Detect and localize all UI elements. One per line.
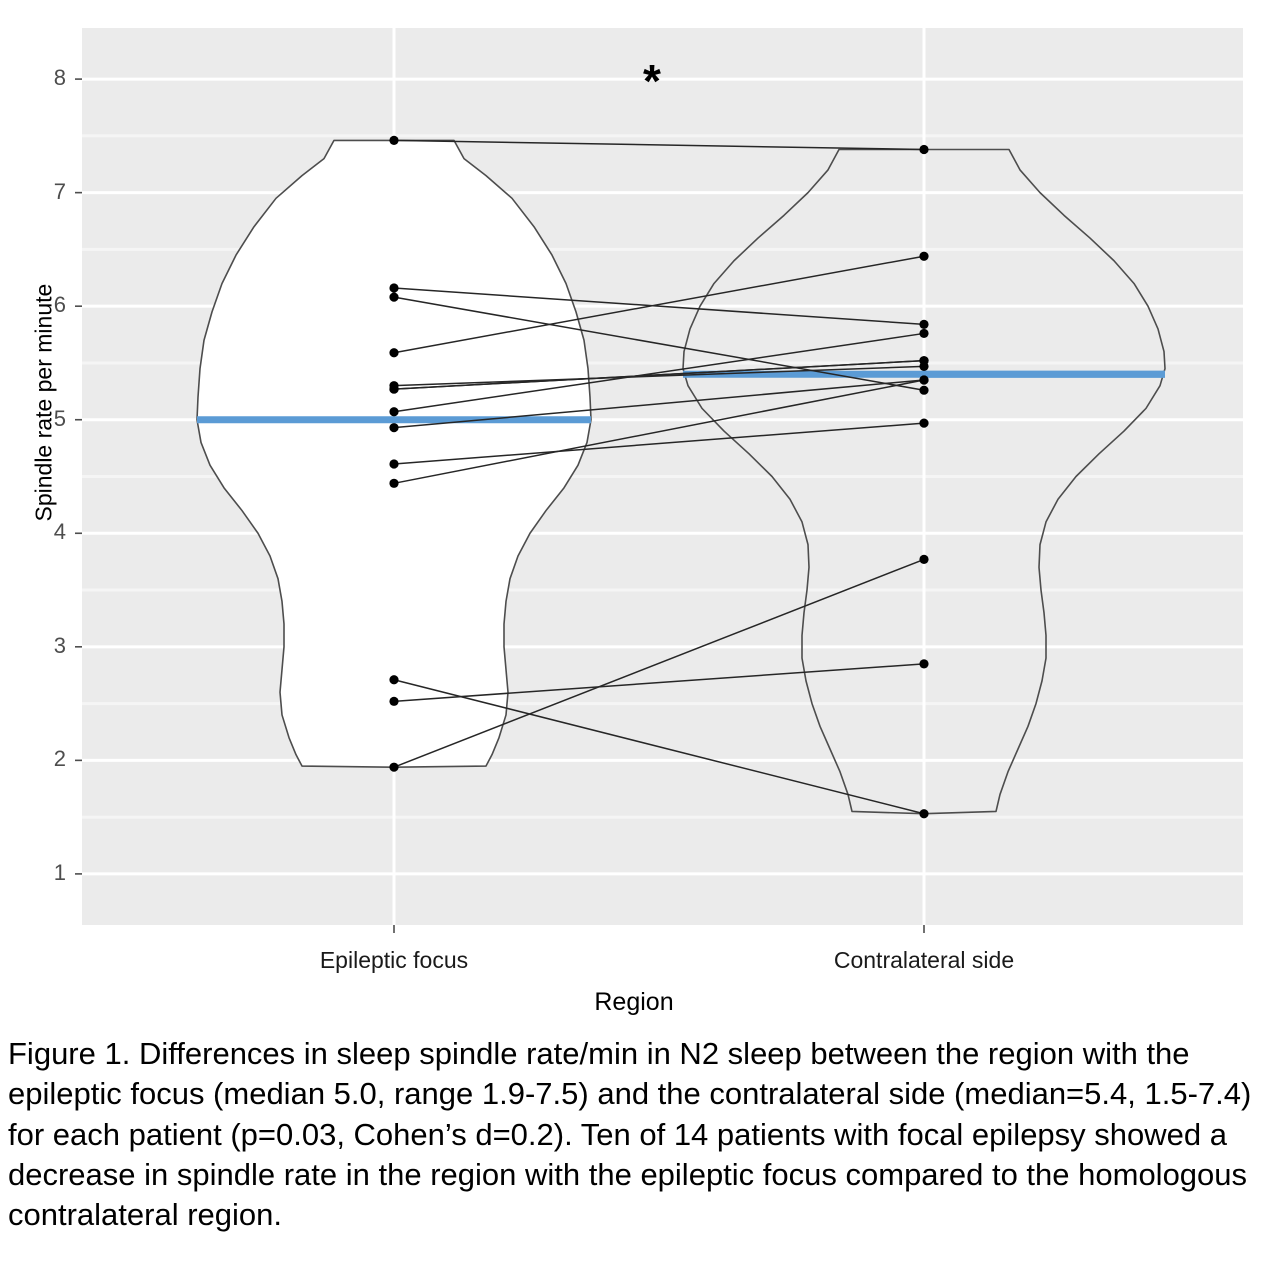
point-contralateral-side-patient-4: [919, 251, 929, 261]
point-epileptic-focus-patient-12: [389, 675, 399, 685]
point-contralateral-side-patient-7: [919, 356, 929, 366]
point-contralateral-side-patient-10: [919, 418, 929, 428]
point-epileptic-focus-patient-14: [389, 762, 399, 772]
point-contralateral-side-patient-14: [919, 554, 929, 564]
connector-patient-3: [393, 296, 925, 391]
point-contralateral-side-patient-8: [919, 328, 929, 339]
connector-patient-2: [393, 287, 925, 326]
significance-asterisk: *: [643, 55, 661, 107]
point-epileptic-focus-patient-11: [389, 478, 399, 488]
point-epileptic-focus-patient-7: [389, 384, 399, 394]
y-tick-label-4: 4: [53, 519, 66, 545]
y-tick-label-8: 8: [53, 65, 66, 91]
violin-plot-svg: [75, 28, 1243, 933]
point-epileptic-focus-patient-8: [389, 407, 399, 417]
point-epileptic-focus-patient-1: [389, 135, 399, 146]
x-tick-label-contralateral-side: Contralateral side: [833, 947, 1015, 973]
paired-connectors: [393, 139, 925, 815]
x-axis-title: Region: [594, 988, 674, 1016]
x-tick-label-epileptic-focus: Epileptic focus: [319, 947, 469, 973]
point-epileptic-focus-patient-3: [389, 292, 399, 302]
connector-patient-12: [393, 679, 925, 815]
connector-patient-14: [393, 558, 925, 768]
figure-caption: Figure 1. Differences in sleep spindle r…: [8, 1036, 1252, 1233]
point-epileptic-focus-patient-9: [389, 423, 399, 433]
connector-patient-8: [393, 332, 925, 413]
point-epileptic-focus-patient-2: [389, 283, 399, 293]
plot-area: [75, 28, 1243, 933]
y-tick-label-7: 7: [53, 178, 66, 204]
point-contralateral-side-patient-2: [919, 319, 929, 329]
connector-patient-1: [393, 139, 925, 151]
connector-patient-9: [393, 379, 925, 429]
point-contralateral-side-patient-1: [919, 144, 929, 155]
connector-patient-4: [393, 255, 925, 354]
point-epileptic-focus-patient-4: [389, 348, 399, 358]
y-tick-label-6: 6: [53, 292, 66, 318]
point-contralateral-side-patient-13: [919, 659, 929, 669]
point-contralateral-side-patient-11: [919, 375, 929, 385]
point-contralateral-side-patient-3: [919, 385, 929, 395]
connector-patient-7: [393, 359, 925, 390]
y-tick-label-2: 2: [53, 746, 66, 772]
y-tick-label-5: 5: [53, 405, 66, 431]
connector-patient-13: [393, 663, 925, 703]
data-points: [389, 135, 929, 819]
y-tick-label-3: 3: [53, 632, 66, 658]
connector-patient-10: [393, 422, 925, 465]
point-epileptic-focus-patient-13: [389, 696, 399, 706]
connector-patient-5: [393, 365, 925, 387]
point-epileptic-focus-patient-10: [389, 459, 399, 469]
y-tick-label-1: 1: [53, 859, 66, 885]
point-contralateral-side-patient-12: [919, 809, 929, 819]
connector-patient-11: [393, 379, 925, 485]
